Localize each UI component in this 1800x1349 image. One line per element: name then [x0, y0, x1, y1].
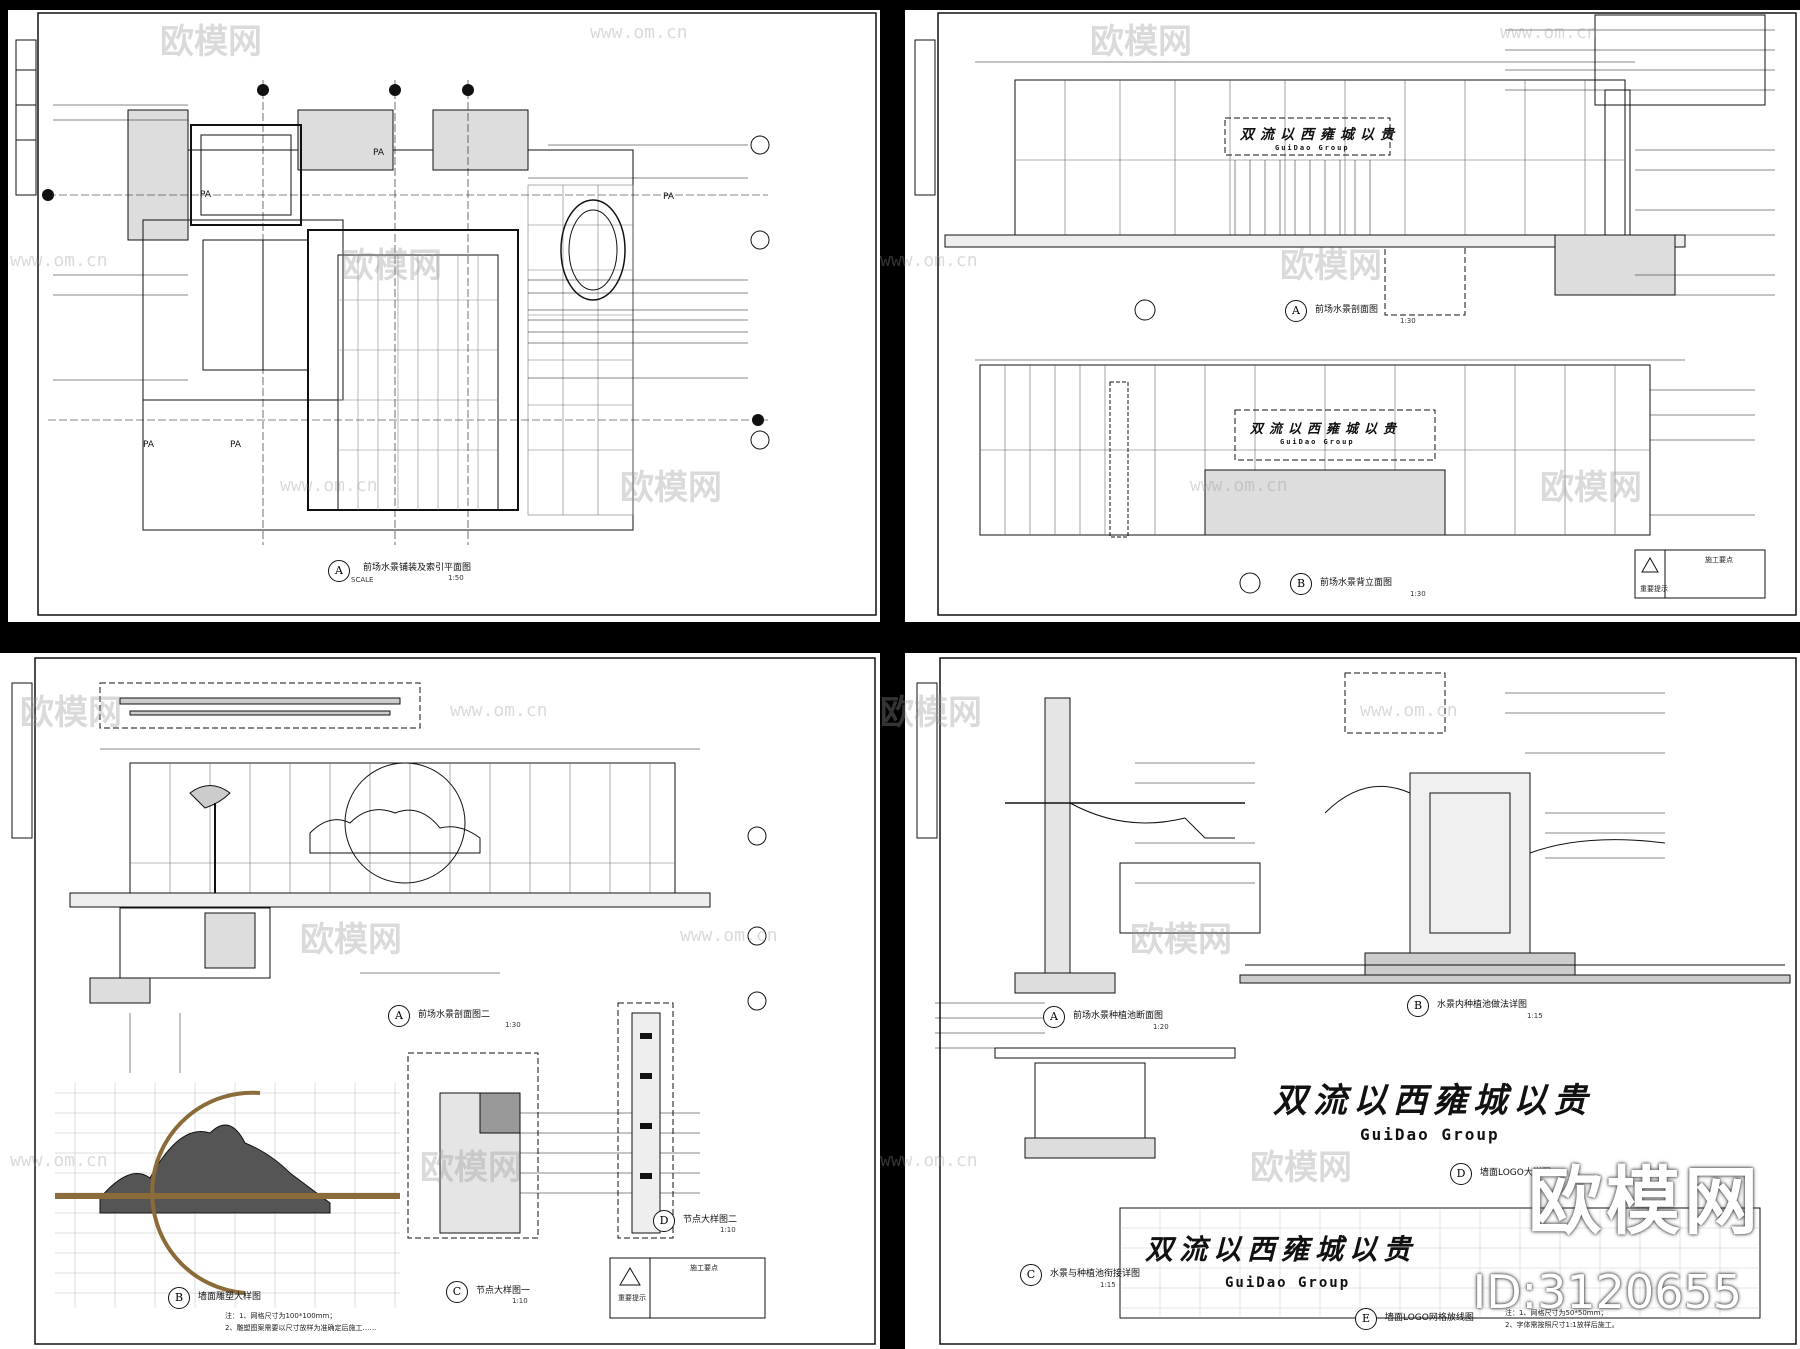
view-tag-c: C	[446, 1281, 468, 1303]
drawing-sheet-plan: PA PA PA PA PA A 前场水景铺装及索引平面图 SCALE 1:50	[8, 10, 880, 622]
drawing-sheet-elevation: 双流以西雍城以贵 GuiDao Group 双流以西雍城以贵 GuiDao Gr…	[905, 10, 1800, 622]
view-title: 水景与种植池衔接详图	[1050, 1269, 1141, 1279]
view-tag-a: A	[1285, 300, 1307, 322]
note-line: 注：1、网格尺寸为100*100mm；	[225, 1312, 337, 1320]
legend-note: 重要提示	[1640, 585, 1668, 593]
view-title: 前场水景剖面图二	[418, 1010, 491, 1020]
view-title: 前场水景剖面图	[1315, 305, 1379, 315]
logo-text-en: GuiDao Group	[1275, 144, 1350, 152]
zone-label: PA	[373, 148, 385, 158]
details-drawing	[916, 657, 1797, 1345]
view-tag-b: B	[1290, 573, 1312, 595]
view-title: 前场水景种植池断面图	[1073, 1011, 1164, 1021]
view-tag-b: B	[168, 1287, 190, 1309]
zone-label: PA	[230, 440, 242, 450]
logo-text-en: GuiDao Group	[1360, 1125, 1500, 1144]
drawing-sheet-details: A 前场水景种植池断面图 1:20 B 水景内种植池做法详图 1:15 双流以西…	[905, 653, 1800, 1349]
logo-text-cn: 双流以西雍城以贵	[1240, 127, 1400, 143]
sculpture-drawing	[11, 657, 876, 1345]
scale-word: SCALE	[351, 576, 374, 584]
view-title: 前场水景背立面图	[1320, 578, 1393, 588]
legend-title: 施工要点	[690, 1264, 718, 1272]
view-tag-d: D	[653, 1210, 675, 1232]
view-title: 节点大样图二	[683, 1215, 738, 1225]
scale-value: 1:30	[1400, 317, 1416, 325]
view-tag-b: B	[1407, 995, 1429, 1017]
view-title: 节点大样图一	[476, 1286, 531, 1296]
scale-value: 1:15	[1100, 1281, 1116, 1289]
view-tag-c: C	[1020, 1264, 1042, 1286]
view-title: 墙面LOGO网格放线图	[1385, 1313, 1474, 1323]
view-title: 水景内种植池做法详图	[1437, 1000, 1528, 1010]
view-title: 墙面LOGO大样图	[1480, 1168, 1551, 1178]
view-tag-d: D	[1450, 1163, 1472, 1185]
note-line: 注：1、网格尺寸为50*50mm；	[1505, 1309, 1608, 1317]
note-line: 2、雕塑图案需要以尺寸放样为准确定后施工……	[225, 1324, 377, 1332]
watermark-id: ID:3120655	[1472, 1265, 1742, 1319]
view-tag-a: A	[328, 560, 350, 582]
scale-value: 1:15	[1527, 1012, 1543, 1020]
zone-label: PA	[663, 192, 675, 202]
zone-label: PA	[200, 190, 212, 200]
note-line: 2、字体需按照尺寸1:1放样后施工。	[1505, 1321, 1619, 1329]
legend-note: 重要提示	[618, 1294, 646, 1302]
legend-title: 施工要点	[1705, 556, 1733, 564]
scale-value: 1:10	[512, 1297, 528, 1305]
logo-grid-text-en: GuiDao Group	[1225, 1275, 1351, 1291]
elevation-drawing	[914, 12, 1797, 616]
view-tag-a: A	[388, 1005, 410, 1027]
scale-value: 1:20	[1153, 1023, 1169, 1031]
scale-value: 1:30	[505, 1021, 521, 1029]
drawing-sheet-sculpture: A 前场水景剖面图二 1:30 B 墙面雕塑大样图 注：1、网格尺寸为100*1…	[0, 653, 880, 1349]
scale-value: 1:30	[1410, 590, 1426, 598]
logo-text-en-b: GuiDao Group	[1280, 438, 1355, 446]
view-title: 前场水景铺装及索引平面图	[363, 563, 472, 573]
logo-grid-text-cn: 双流以西雍城以贵	[1145, 1233, 1418, 1266]
logo-text-cn: 双流以西雍城以贵	[1273, 1081, 1593, 1121]
logo-text-cn-b: 双流以西雍城以贵	[1250, 422, 1403, 437]
view-title: 墙面雕塑大样图	[198, 1292, 262, 1302]
scale-value: 1:10	[720, 1226, 736, 1234]
plan-drawing	[15, 12, 877, 616]
view-tag-e: E	[1355, 1308, 1377, 1330]
view-tag-a: A	[1043, 1006, 1065, 1028]
watermark-brand-large: 欧模网	[1528, 1159, 1762, 1245]
zone-label: PA	[143, 440, 155, 450]
scale-value: 1:50	[448, 574, 464, 582]
